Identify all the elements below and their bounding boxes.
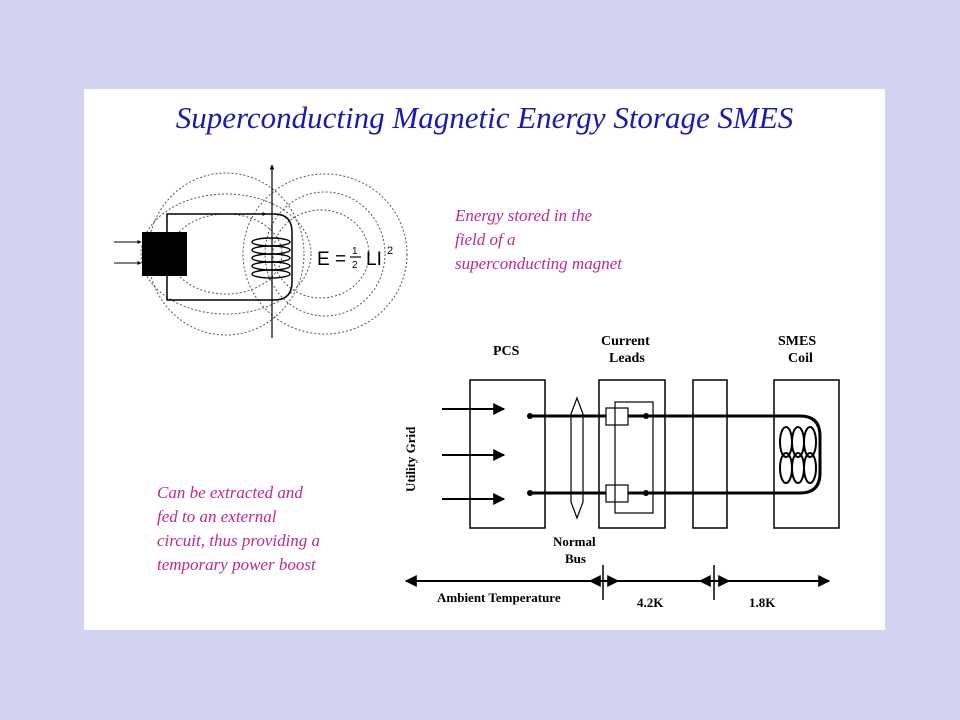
temp-4-2k-label: 4.2K (637, 595, 664, 610)
ambient-temperature-label: Ambient Temperature (437, 590, 561, 605)
slide-title: Superconducting Magnetic Energy Storage … (175, 100, 794, 135)
normal-bus-label: Bus (565, 551, 586, 566)
energy-stored-note: Energy stored in the field of a supercon… (455, 204, 622, 276)
current-leads-label: Current (601, 334, 650, 349)
normal-bus-link (570, 396, 584, 520)
conductor-node (527, 413, 533, 419)
pcs-box (469, 379, 546, 529)
formula-exponent: 2 (387, 245, 393, 257)
conductor-lines (530, 414, 822, 495)
conductor-node (527, 490, 533, 496)
current-leads-box (598, 379, 666, 529)
extract-note-line: Can be extracted and (157, 483, 303, 502)
extract-note-line: circuit, thus providing a (157, 531, 321, 550)
smes-coil-box (773, 379, 840, 529)
current-leads-label: Leads (609, 351, 645, 366)
coil-circuit-wire (166, 213, 293, 301)
grid-input-arrows (442, 403, 506, 505)
utility-grid-label: Utility Grid (403, 426, 418, 492)
smes-coil-label: SMES (778, 334, 816, 349)
system-diagram-panel (384, 325, 836, 629)
energy-note-line: superconducting magnet (455, 254, 622, 273)
conductor-node (643, 413, 649, 419)
formula-lhs: E = (317, 249, 346, 270)
smes-coil-winding (779, 426, 817, 484)
pcs-label: PCS (493, 344, 520, 359)
magnet-field-diagram: E = 1 2 LI 2 (114, 164, 408, 338)
lead-holder-rect (614, 401, 654, 514)
extract-energy-note: Can be extracted and fed to an external … (157, 481, 320, 577)
extract-note-line: temporary power boost (157, 555, 316, 574)
energy-note-line: Energy stored in the (455, 206, 593, 225)
conductor-node (643, 490, 649, 496)
energy-formula: E = 1 2 LI 2 (317, 245, 393, 271)
formula-rhs: LI (366, 249, 382, 270)
temperature-scale: Ambient Temperature 4.2K 1.8K (404, 565, 831, 610)
magnet-coil (251, 237, 291, 279)
temp-1-8k-label: 1.8K (749, 595, 776, 610)
normal-bus-label: Normal (553, 534, 596, 549)
power-source-block (142, 232, 187, 276)
formula-numerator: 1 (352, 246, 358, 257)
smes-system-diagram: PCS Current Leads SMES Coil Utility Grid (384, 325, 840, 629)
formula-denominator: 2 (352, 260, 358, 271)
smes-coil-label: Coil (788, 351, 813, 366)
energy-note-line: field of a (455, 230, 516, 249)
thermal-shield-box (692, 379, 728, 529)
extract-note-line: fed to an external (157, 507, 277, 526)
